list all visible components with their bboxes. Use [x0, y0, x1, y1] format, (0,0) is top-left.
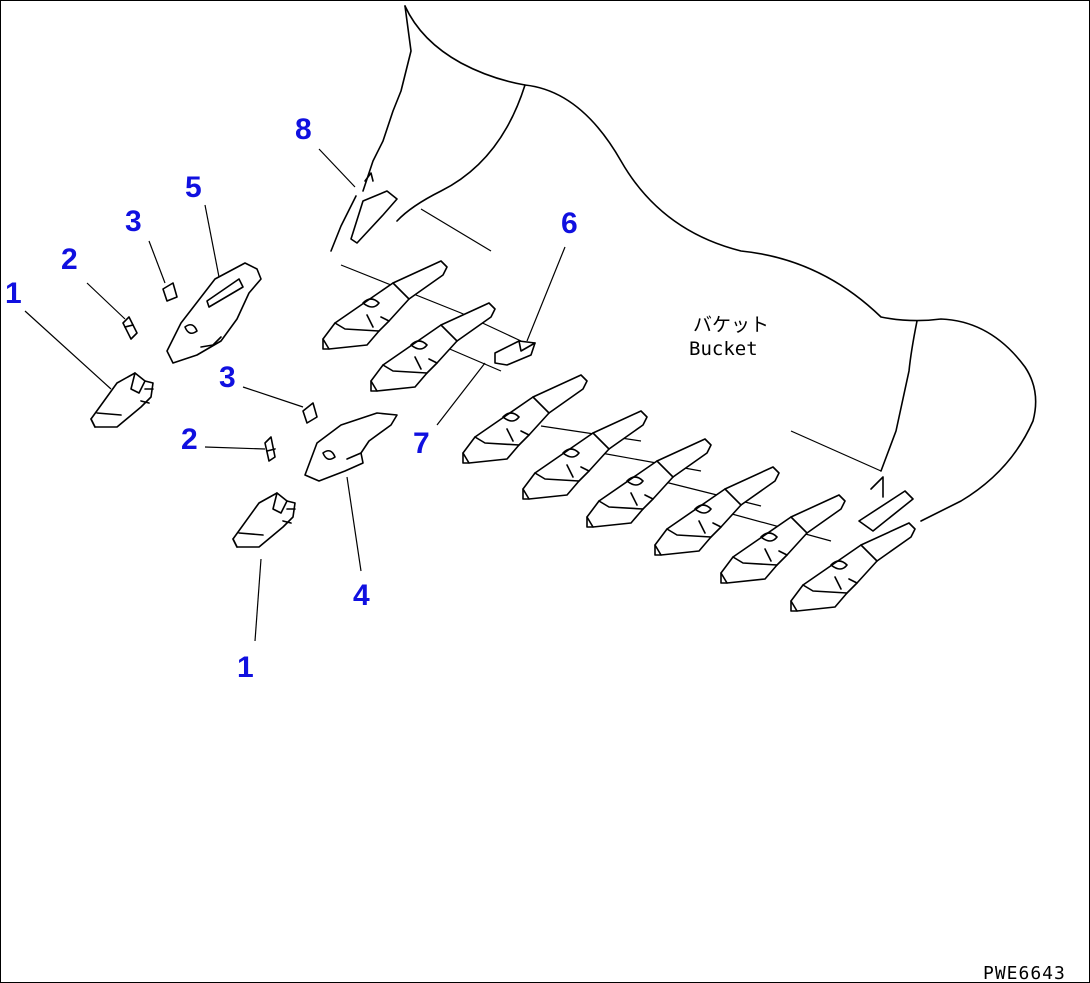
callout-8: 8	[295, 113, 312, 146]
figure-code: PWE6643	[983, 963, 1066, 983]
bucket-label-japanese: バケット	[693, 314, 769, 336]
callout-labels: 1 2 3 5 3 2 4 1 8 6 7	[5, 113, 578, 684]
callout-5: 5	[185, 171, 202, 204]
part-1-adapter-lower	[232, 492, 296, 548]
callout-6: 6	[561, 207, 578, 240]
callout-2-upper: 2	[61, 243, 78, 276]
callout-3-lower: 3	[219, 361, 236, 394]
part-8-side-cutter	[350, 172, 398, 244]
bucket-label-english: Bucket	[689, 338, 758, 360]
part-1-adapter-upper	[90, 372, 154, 428]
bucket-outline	[330, 5, 1037, 542]
part-2-pin-upper	[122, 316, 138, 340]
callout-3-upper: 3	[125, 205, 142, 238]
part-4-tooth	[304, 412, 398, 482]
callout-1-lower: 1	[237, 651, 254, 684]
callout-7: 7	[413, 427, 430, 460]
callout-2-lower: 2	[181, 423, 198, 456]
part-6-cover	[494, 340, 536, 366]
part-3-lock-lower	[302, 402, 318, 424]
part-3-lock-upper	[162, 282, 178, 302]
callout-4: 4	[353, 579, 370, 612]
bucket-tooth-row	[322, 260, 916, 612]
callout-leaders	[24, 148, 566, 642]
part-5-tooth	[166, 262, 262, 364]
side-cutter-right	[858, 476, 914, 532]
callout-1-upper: 1	[5, 277, 22, 310]
part-2-pin-lower	[264, 436, 276, 462]
